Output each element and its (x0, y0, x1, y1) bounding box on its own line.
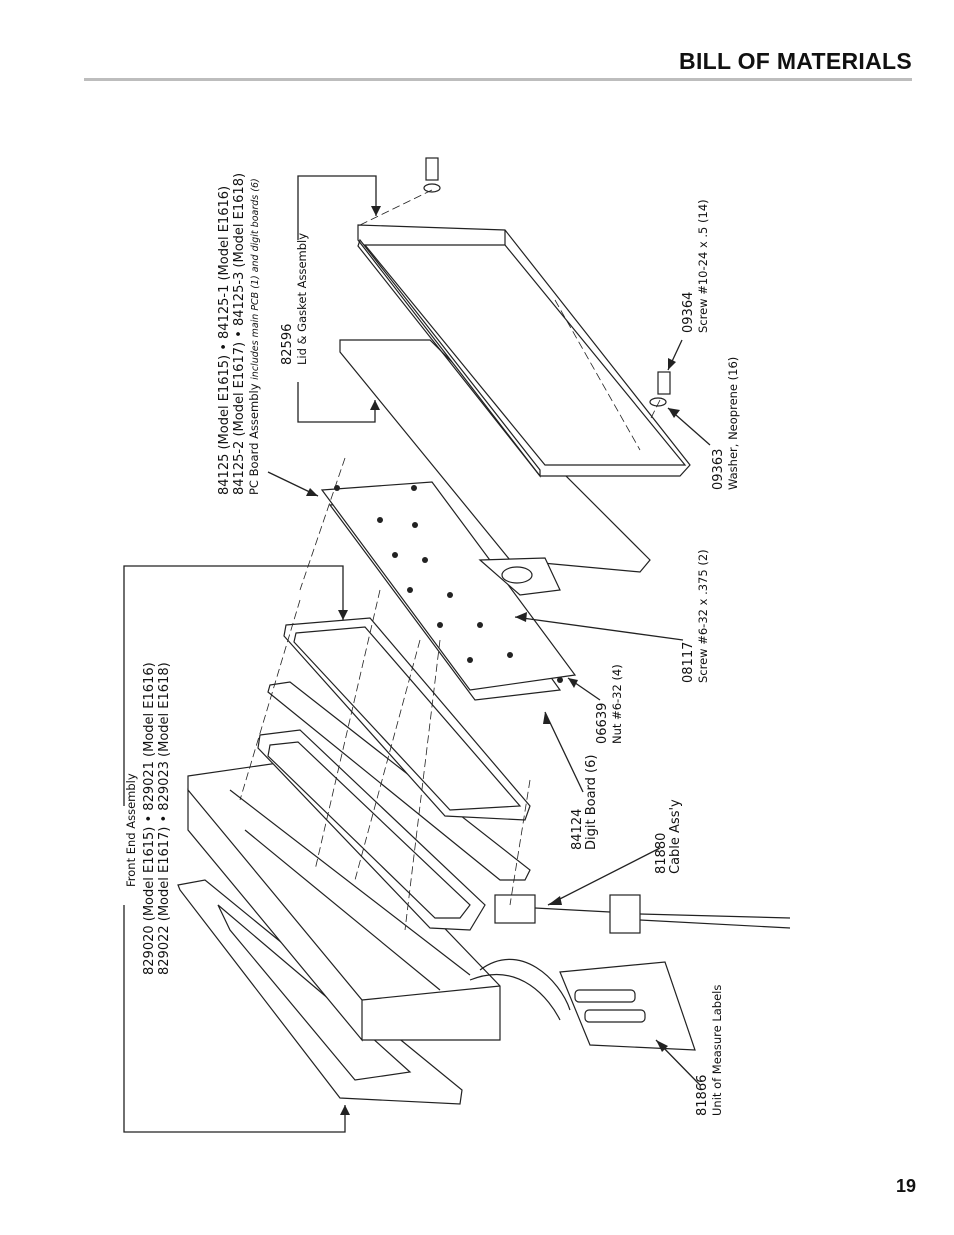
page-title: BILL OF MATERIALS (679, 48, 912, 74)
uom-desc: Unit of Measure Labels (710, 984, 724, 1116)
nut-part: 06639 (595, 702, 610, 744)
front-end-callout: Front End Assembly (124, 773, 138, 887)
pc-board-line1: 84125 (Model E1615) • 84125-1 (Model E16… (217, 185, 232, 495)
front-end-line1: 829020 (Model E1615) • 829021 (Model E16… (142, 662, 157, 975)
uom-label-card (559, 961, 696, 1051)
lid-part: 82596 (280, 323, 295, 365)
cable-desc: Cable Ass'y (668, 799, 683, 874)
uom-part: 81866 (695, 1074, 710, 1116)
uom-callout: 81866 Unit of Measure Labels (695, 984, 724, 1116)
front-end-housing (187, 761, 501, 1042)
header-rule (84, 78, 912, 81)
pc-board-note: includes main PCB (1) and digit boards (… (250, 178, 261, 380)
lid-desc: Lid & Gasket Assembly (295, 232, 309, 365)
pc-board (320, 481, 577, 691)
mid-gasket (283, 617, 531, 821)
front-end-line2: 829022 (Model E1617) • 829023 (Model E16… (157, 662, 172, 975)
cable-assembly (469, 894, 791, 1021)
screw-10-24-callout: 09364 Screw #10-24 x .5 (14) (681, 199, 710, 333)
nut-desc: Nut #6-32 (4) (610, 664, 624, 744)
pc-board-line2: 84125-2 (Model E1617) • 84125-3 (Model E… (232, 172, 247, 495)
lid-callout: 82596 Lid & Gasket Assembly (280, 232, 309, 365)
screw-hardware (423, 157, 671, 407)
lid-gasket (339, 339, 651, 573)
washer-part: 09363 (711, 448, 726, 490)
washer-desc: Washer, Neoprene (16) (726, 356, 740, 490)
lens-panel (267, 681, 531, 881)
digit-board-callout: 84124 Digit Board (6) (570, 754, 600, 850)
pc-board-callout: 84125 (Model E1615) • 84125-1 (Model E16… (217, 173, 262, 495)
cable-callout: 81880 Cable Ass'y (654, 799, 684, 874)
digit-board-desc: Digit Board (6) (584, 754, 599, 850)
screw-10-24-part: 09364 (681, 291, 696, 333)
washer-callout: 09363 Washer, Neoprene (16) (711, 356, 740, 490)
screw-6-32-desc: Screw #6-32 x .375 (2) (696, 549, 710, 683)
pc-board-line3: PC Board Assembly (247, 383, 261, 495)
screw-6-32-part: 08117 (681, 641, 696, 683)
front-end-models: 829020 (Model E1615) • 829021 (Model E16… (142, 662, 172, 975)
front-end-title: Front End Assembly (124, 773, 138, 887)
page-number: 19 (895, 1176, 916, 1196)
nut-callout: 06639 Nut #6-32 (4) (595, 664, 624, 744)
screw-6-32-callout: 08117 Screw #6-32 x .375 (2) (681, 549, 710, 683)
front-gasket (257, 729, 486, 931)
screw-10-24-desc: Screw #10-24 x .5 (14) (696, 199, 710, 333)
